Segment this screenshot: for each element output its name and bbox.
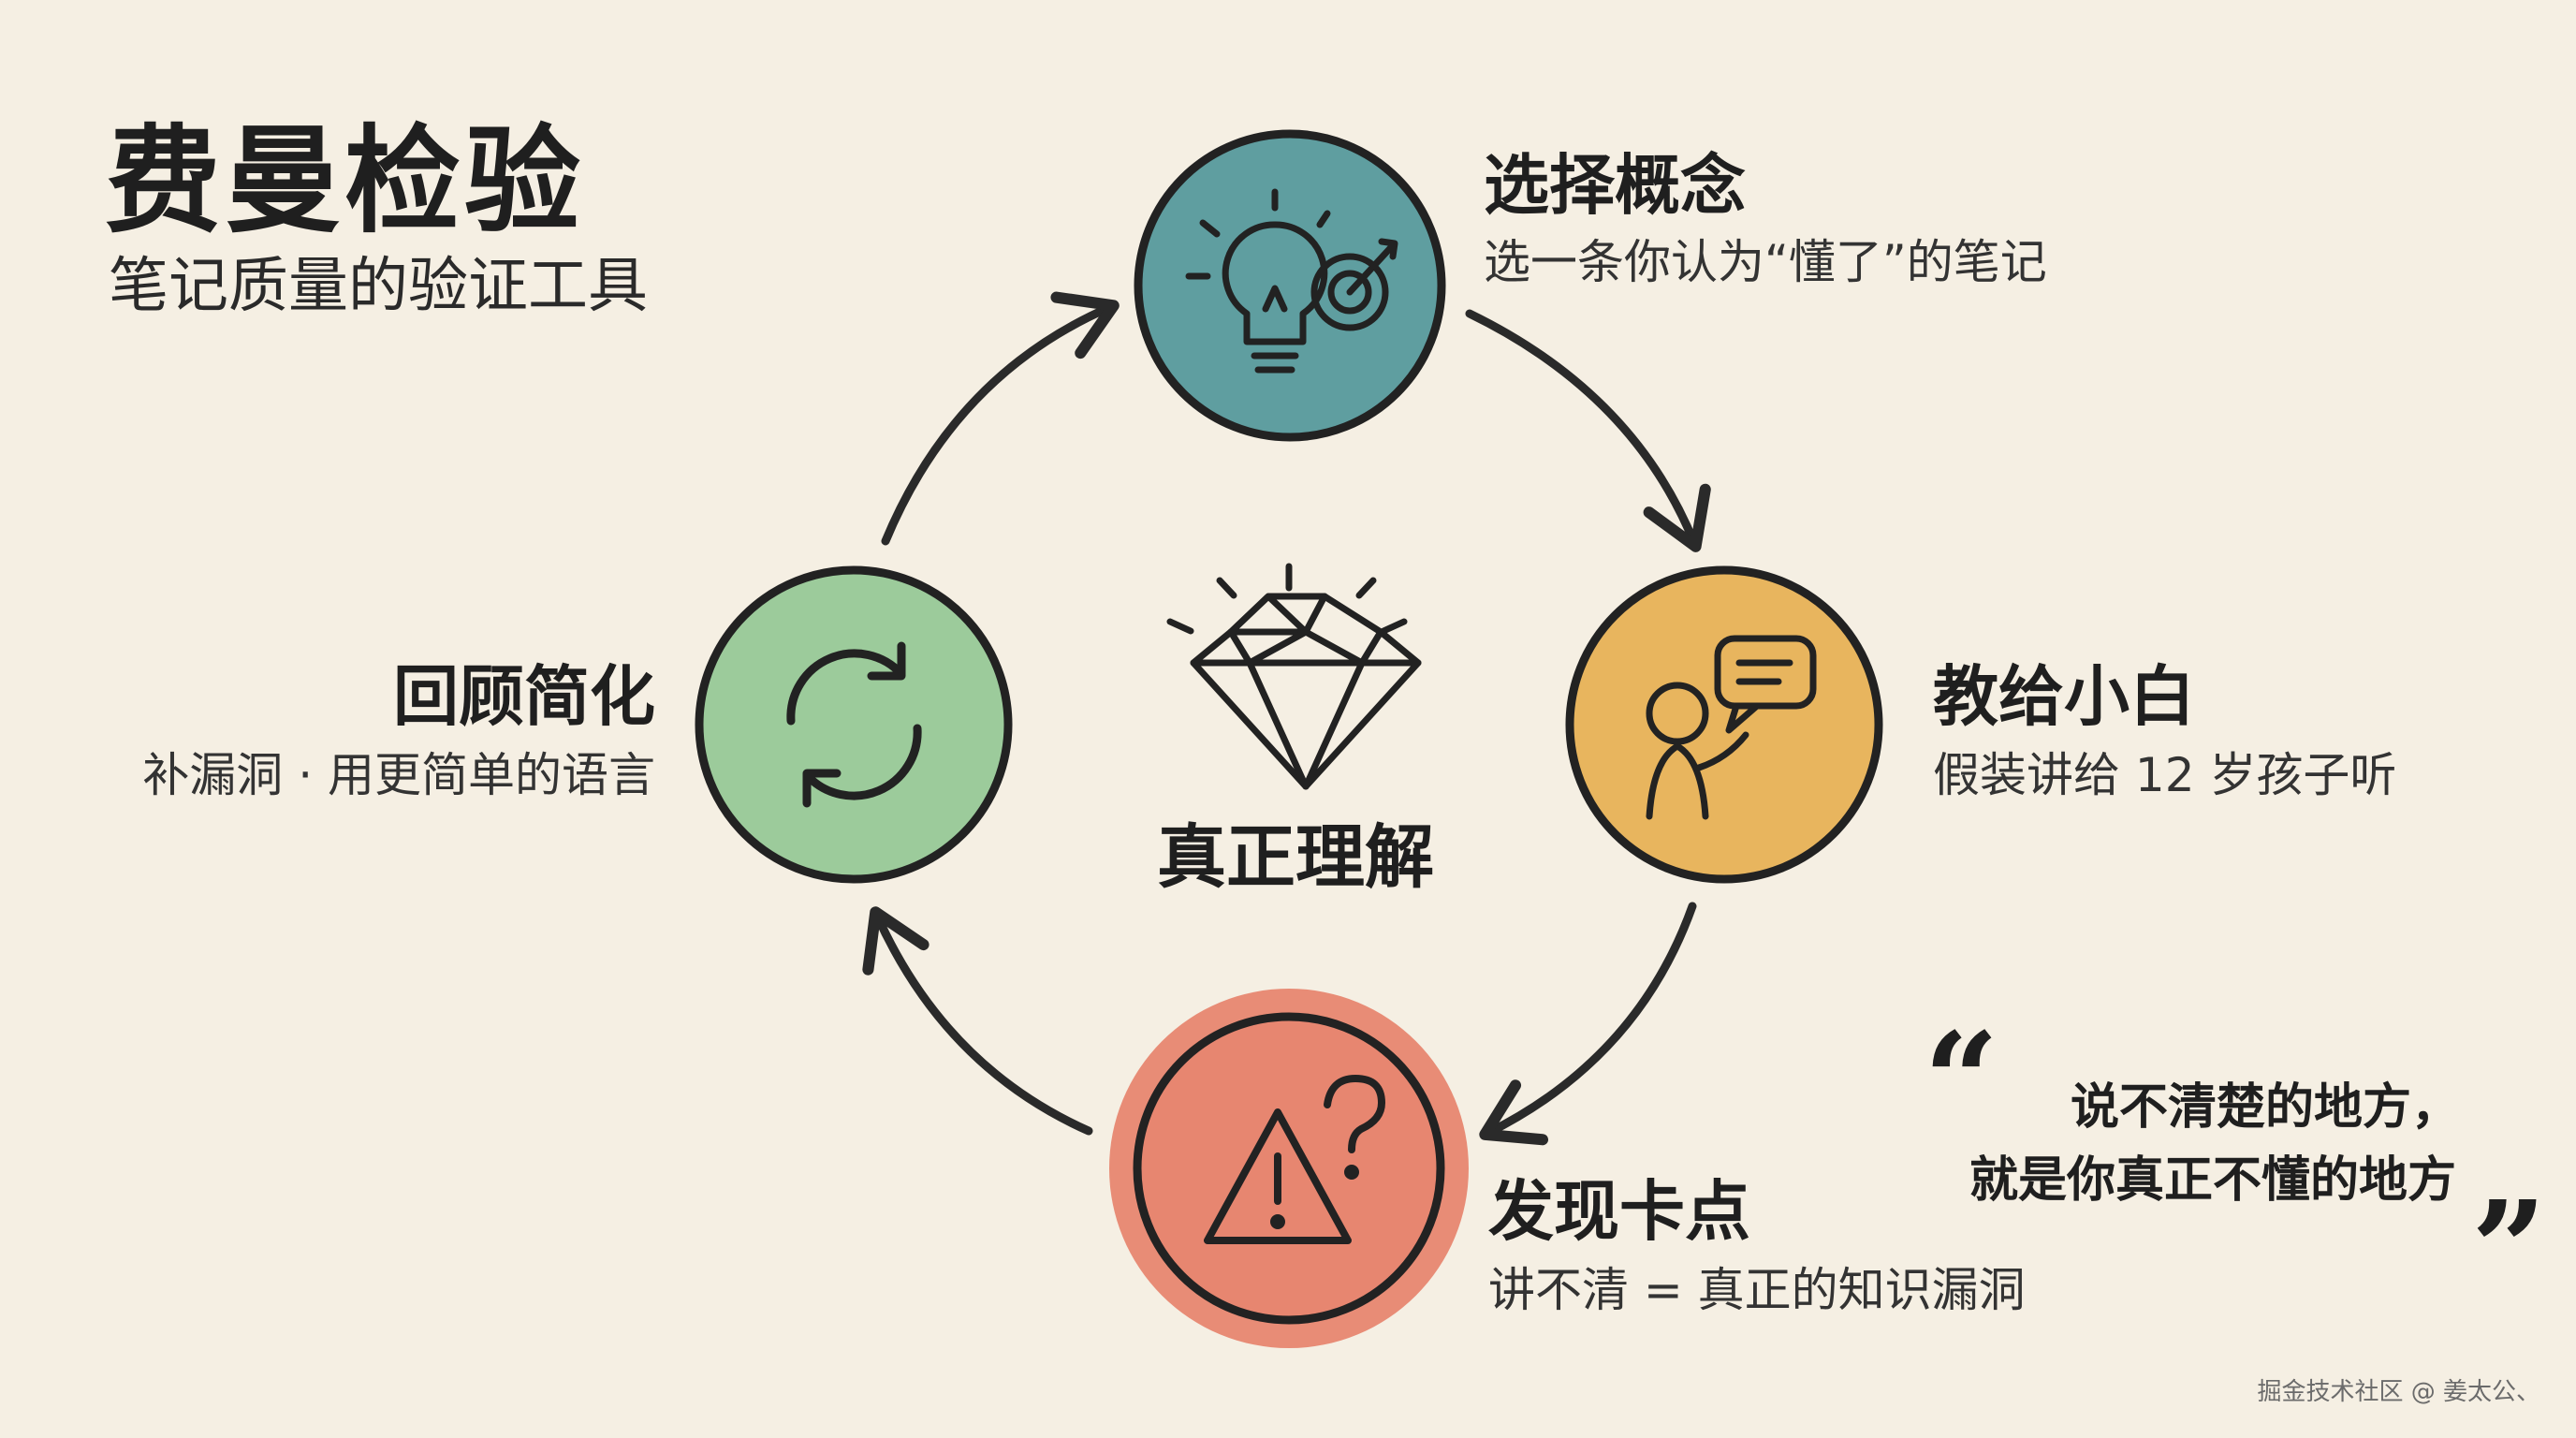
page-title: 费曼检验 — [105, 114, 585, 249]
arrow-choose-to-teach — [1465, 309, 1711, 552]
step-title-find: 发现卡点 — [1488, 1173, 1750, 1250]
arrow-teach-to-find — [1479, 902, 1697, 1146]
step-title-choose: 选择概念 — [1484, 147, 1746, 224]
warning-question-icon — [1204, 1075, 1385, 1244]
diamond-icon — [1166, 563, 1422, 790]
arrow-review-to-choose — [881, 291, 1120, 546]
step-circle-find — [1109, 989, 1469, 1348]
page-subtitle: 笔记质量的验证工具 — [109, 252, 648, 321]
arrow-find-to-review — [862, 906, 1093, 1136]
center-label: 真正理解 — [1157, 817, 1434, 898]
step-title-review: 回顾简化 — [393, 658, 655, 735]
step-circle-choose — [1134, 129, 1446, 442]
lightbulb-target-icon — [1185, 188, 1398, 374]
step-circle-find-fill — [1133, 1012, 1445, 1325]
step-circle-teach — [1565, 565, 1883, 884]
step-desc-review: 补漏洞 · 用更简单的语言 — [142, 748, 655, 802]
person-speech-icon — [1646, 635, 1817, 820]
step-desc-teach: 假装讲给 12 岁孩子听 — [1933, 748, 2397, 802]
quote-line-2: 就是你真正不懂的地方 — [1969, 1152, 2457, 1209]
watermark: 掘金技术社区 @ 姜太公、 — [2257, 1378, 2540, 1406]
refresh-cycle-icon — [786, 641, 922, 808]
quote-line-1: 说不清楚的地方， — [2071, 1079, 2461, 1136]
step-desc-find: 讲不清 = 真正的知识漏洞 — [1488, 1263, 2026, 1317]
quote-open-mark: “ — [1924, 1005, 1999, 1158]
step-circle-choose-fill — [1134, 129, 1446, 442]
step-circle-teach-fill — [1565, 565, 1883, 884]
step-circle-review — [695, 565, 1013, 884]
quote-close-mark: ” — [2471, 1173, 2547, 1327]
step-desc-choose: 选一条你认为“懂了”的笔记 — [1484, 235, 2047, 289]
step-title-teach: 教给小白 — [1933, 658, 2195, 735]
step-circle-review-fill — [695, 565, 1013, 884]
